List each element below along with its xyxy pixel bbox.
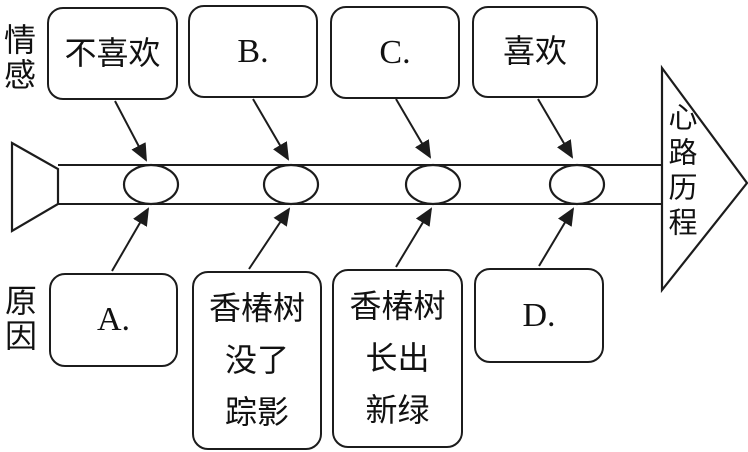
emotion-box-dislike-label: 不喜欢 (64, 34, 161, 71)
emotion-box-c: C. (330, 6, 460, 99)
journey-arrow-label: 心路历程 (664, 102, 696, 242)
node-ellipse-3 (404, 163, 462, 206)
reason-box-a-label: A. (96, 301, 131, 339)
node-ellipse-4 (548, 163, 606, 206)
journey-arrow-shape (660, 64, 748, 294)
reason-box-tree-green-line1: 香椿树 (349, 288, 446, 325)
node-ellipse-1 (122, 163, 180, 206)
connector-arrow-emotion-4 (537, 98, 574, 159)
emotion-box-dislike: 不喜欢 (47, 7, 178, 100)
reason-axis-label: 原因 (1, 284, 37, 354)
emotion-box-b: B. (188, 5, 318, 98)
connector-arrow-reason-3 (395, 207, 433, 268)
connector-arrow-reason-4 (538, 207, 575, 267)
reason-box-d: D. (474, 268, 604, 363)
connector-arrow-reason-2 (248, 207, 291, 270)
emotion-box-c-label: C. (379, 33, 411, 71)
reason-box-tree-gone: 香椿树 没了 踪影 (192, 271, 322, 450)
reason-box-tree-gone-line3: 踪影 (224, 393, 289, 430)
origin-funnel-shape (10, 141, 60, 233)
node-ellipse-2 (262, 163, 320, 206)
reason-box-a: A. (49, 273, 178, 367)
emotion-box-b-label: B. (237, 32, 269, 70)
emotion-box-like: 喜欢 (472, 6, 598, 98)
reason-box-tree-green: 香椿树 长出 新绿 (332, 269, 463, 448)
reason-box-tree-gone-line1: 香椿树 (208, 290, 305, 327)
connector-arrow-emotion-3 (395, 98, 432, 159)
emotion-box-like-label: 喜欢 (502, 33, 567, 70)
reason-box-tree-gone-line2: 没了 (224, 341, 289, 378)
connector-arrow-emotion-2 (252, 98, 290, 161)
reason-box-d-label: D. (522, 296, 556, 334)
emotion-axis-label: 情感 (0, 23, 36, 93)
connector-arrow-emotion-1 (114, 100, 147, 162)
reason-box-tree-green-line3: 新绿 (365, 391, 430, 428)
connector-arrow-reason-1 (111, 207, 150, 272)
reason-box-tree-green-line2: 长出 (365, 339, 430, 376)
